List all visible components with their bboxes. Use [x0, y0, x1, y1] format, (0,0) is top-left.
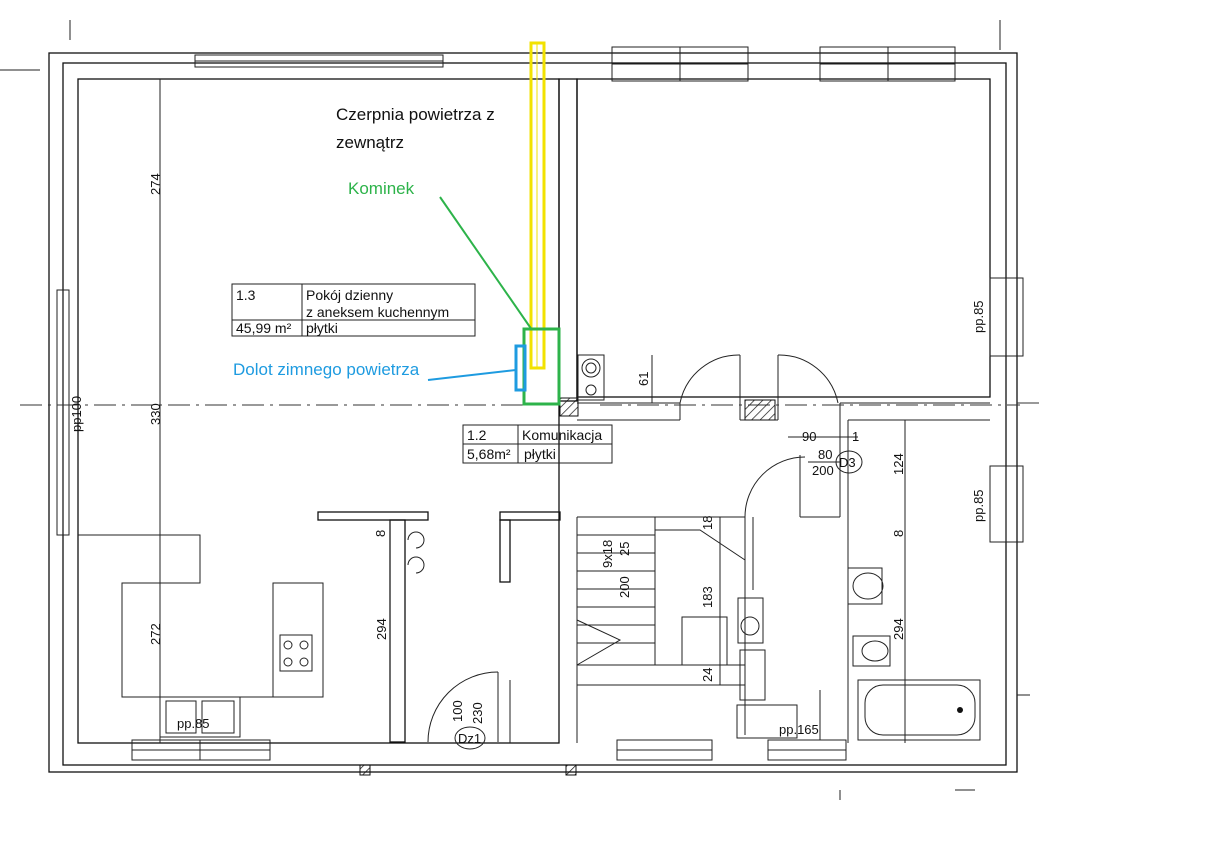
chimney-hatch-2	[744, 399, 776, 421]
living-room-name: Pokój dzienny	[306, 287, 393, 303]
hall-number: 1.2	[467, 427, 487, 443]
dim-330: 330	[148, 403, 163, 425]
dim-272: 272	[148, 623, 163, 645]
dim-230: 230	[470, 702, 485, 724]
room-label-living: 1.3 Pokój dzienny z aneksem kuchennym 45…	[231, 283, 476, 337]
dim-8-a: 8	[373, 530, 388, 537]
door-tag-d3: D3	[835, 450, 863, 474]
dim-183: 183	[700, 586, 715, 608]
door-tag-d3-text: D3	[839, 455, 856, 470]
dim-9x18: 9x18	[600, 540, 615, 568]
living-room-floor: płytki	[306, 320, 338, 336]
living-room-area: 45,99 m²	[236, 320, 292, 336]
outer-walls	[0, 20, 1030, 800]
dim-274: 274	[148, 173, 163, 195]
sill-labels: pp100 pp.85 pp.85 pp.85 pp.165	[69, 300, 986, 737]
axis-lines	[20, 402, 1040, 406]
stairs	[576, 517, 746, 666]
dim-294-a: 294	[374, 618, 389, 640]
dimension-lines	[159, 79, 906, 743]
sill-pp85-bottom: pp.85	[177, 716, 210, 731]
dim-8-b: 8	[891, 530, 906, 537]
bathroom-fixtures	[736, 567, 981, 741]
dim-200: 200	[617, 576, 632, 598]
dim-25: 25	[617, 542, 632, 556]
dimension-texts: 274 330 272 294 8 61 124 8 294 183 24 20…	[148, 173, 906, 724]
dim-1: 1	[852, 429, 859, 444]
sill-pp85-right-top: pp.85	[971, 300, 986, 333]
dim-100: 100	[450, 700, 465, 722]
dim-80: 80	[818, 447, 832, 462]
air-intake-duct	[529, 41, 546, 370]
sill-pp100: pp100	[69, 396, 84, 432]
fireplace-stove	[577, 354, 605, 401]
door-tag-dz1: Dz1	[454, 726, 486, 750]
hall-area: 5,68m²	[467, 446, 511, 462]
cold-air-label: Dolot zimnego powietrza	[233, 360, 420, 379]
column-hatch-1	[359, 764, 371, 776]
hall-floor: płytki	[524, 446, 556, 462]
dim-294-b: 294	[891, 618, 906, 640]
fireplace-marker	[439, 196, 561, 406]
room-label-hall: 1.2 Komunikacja 5,68m² płytki	[462, 424, 613, 464]
living-room-number: 1.3	[236, 287, 256, 303]
kitchen-counter	[78, 534, 324, 738]
air-intake-label: Czerpnia powietrza z	[336, 105, 495, 124]
air-intake-label-2: zewnątrz	[336, 133, 404, 152]
dim-124: 124	[891, 453, 906, 475]
dim-24: 24	[700, 668, 715, 682]
sill-pp85-right-bottom: pp.85	[971, 489, 986, 522]
chimney-hatch-1	[559, 397, 579, 417]
hall-name: Komunikacja	[522, 427, 602, 443]
living-room-name-2: z aneksem kuchennym	[306, 304, 449, 320]
dim-90: 90	[802, 429, 816, 444]
door-tag-dz1-text: Dz1	[458, 731, 481, 746]
dim-18: 18	[700, 516, 715, 530]
doors	[407, 354, 839, 743]
windows	[56, 46, 1024, 761]
sill-pp165: pp.165	[779, 722, 819, 737]
dim-200-b: 200	[812, 463, 834, 478]
dim-61: 61	[636, 372, 651, 386]
column-hatch-2	[565, 764, 577, 776]
fireplace-label: Kominek	[348, 179, 415, 198]
cold-air-inlet	[427, 344, 527, 392]
